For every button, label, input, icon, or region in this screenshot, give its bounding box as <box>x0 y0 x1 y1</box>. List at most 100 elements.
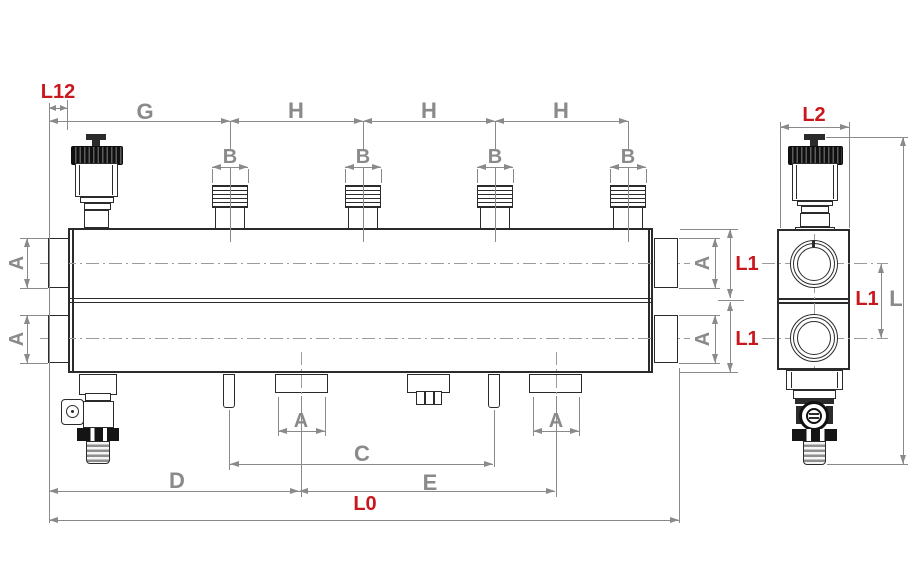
right-stub-port-lower <box>654 315 678 363</box>
extension-line <box>20 288 48 289</box>
vent-body-wall-left-front <box>79 165 80 195</box>
dim-arrow-icon <box>570 427 579 434</box>
dim-line-l1-upper <box>730 229 731 298</box>
dim-arrow-icon <box>899 455 906 464</box>
dim-label-b-1: B <box>222 146 238 168</box>
extension-line <box>680 229 738 230</box>
dim-arrow-icon <box>670 516 679 523</box>
dim-arrow-icon <box>49 516 58 523</box>
drain-valve-stub-front <box>79 374 117 395</box>
extension-line <box>556 396 557 497</box>
side-port-upper-thread-tick <box>812 241 815 247</box>
side-port-upper-inner-ring <box>797 247 831 281</box>
extension-line <box>495 121 496 150</box>
upper-chamber-centerline <box>40 263 690 264</box>
dim-line-g <box>49 121 230 122</box>
extension-line <box>229 410 230 470</box>
drain-plug-hex-facet-1 <box>424 392 426 404</box>
dim-arrow-icon <box>221 117 230 124</box>
drain-plug-hex-facet-2 <box>433 392 435 404</box>
left-stub-port-lower <box>48 315 69 363</box>
extension-line <box>679 315 720 316</box>
drain-valve-hose-barb-front <box>86 441 110 464</box>
extension-line <box>325 397 326 436</box>
dim-line-d <box>49 491 299 492</box>
dim-line-l1-side <box>881 264 882 338</box>
dim-label-l1-side: L1 <box>855 288 879 310</box>
drain-ball-inner-side <box>806 408 822 424</box>
vent-flange-side <box>795 227 835 230</box>
extension-line <box>20 363 48 364</box>
vent-body-front <box>75 163 118 197</box>
vent-ring-side <box>797 201 833 206</box>
vent-knob-stem-side <box>810 140 818 147</box>
extension-line <box>680 372 738 373</box>
extension-line <box>646 169 647 183</box>
dim-line-a-right-upper <box>715 238 716 288</box>
dim-label-a-left-upper: A <box>6 255 28 271</box>
dim-arrow-icon <box>711 354 718 363</box>
extension-line <box>230 168 231 242</box>
dim-arrow-icon <box>23 315 30 324</box>
dim-line-l0 <box>49 520 679 521</box>
bottom-pipe-stub-1 <box>223 374 235 408</box>
dim-line-h-2 <box>363 121 495 122</box>
dim-arrow-icon <box>711 238 718 247</box>
extension-line <box>49 103 50 523</box>
extension-line <box>780 122 781 228</box>
extension-line <box>679 368 680 523</box>
dim-arrow-icon <box>619 117 628 124</box>
side-separator-line-1 <box>779 298 848 300</box>
dim-arrow-icon <box>49 117 58 124</box>
dim-arrow-icon <box>504 163 513 170</box>
dim-label-a-left-lower: A <box>6 331 28 347</box>
dim-arrow-icon <box>230 460 239 467</box>
dim-arrow-icon <box>60 104 67 111</box>
drain-adapter-wall-left <box>791 372 792 388</box>
extension-line <box>679 363 720 364</box>
chamber-separator-line-1 <box>70 297 651 299</box>
lower-chamber-centerline <box>40 338 690 339</box>
dim-label-l: L <box>889 286 903 311</box>
dim-arrow-icon <box>610 163 619 170</box>
dim-line-c <box>230 464 493 465</box>
body-end-cap-line-left <box>72 230 74 371</box>
dim-line-l1-lower <box>730 302 731 372</box>
chamber-separator-line-2 <box>70 301 651 303</box>
vent-body-side <box>792 163 838 201</box>
dim-arrow-icon <box>239 163 248 170</box>
dim-arrow-icon <box>726 229 733 238</box>
dim-arrow-icon <box>230 117 239 124</box>
dim-label-a-bottom-2: A <box>548 410 564 432</box>
dim-arrow-icon <box>877 264 884 273</box>
dim-label-h-3: H <box>553 98 569 123</box>
extension-line <box>301 396 302 497</box>
extension-line <box>513 169 514 183</box>
extension-line <box>494 410 495 467</box>
dim-arrow-icon <box>290 487 299 494</box>
dim-label-a-right-lower: A <box>692 331 714 347</box>
dim-line-b-3 <box>477 167 513 168</box>
vent-hex-front <box>84 203 111 210</box>
extension-line <box>679 238 720 239</box>
extension-line <box>477 169 478 183</box>
right-stub-port-upper <box>654 238 678 288</box>
bottom-port-2-centerline <box>556 352 557 396</box>
dim-line-a-bottom-1 <box>278 431 325 432</box>
vent-knob-bar-side <box>804 134 825 140</box>
extension-line <box>363 121 364 150</box>
drain-adapter-wall-right <box>837 372 838 388</box>
dim-line-a-left-lower <box>27 315 28 363</box>
dim-arrow-icon <box>495 117 504 124</box>
dim-arrow-icon <box>23 238 30 247</box>
vent-body-wall-right-front <box>112 165 113 195</box>
vent-hex-side <box>801 206 829 213</box>
dim-label-a-right-upper: A <box>692 255 714 271</box>
left-stub-port-upper <box>48 238 69 288</box>
dim-line-a-right-lower <box>715 315 716 363</box>
side-separator-line-2 <box>779 302 848 304</box>
dim-label-e: E <box>422 470 438 495</box>
extension-line <box>628 121 629 150</box>
drain-hose-barb-side <box>803 441 826 465</box>
